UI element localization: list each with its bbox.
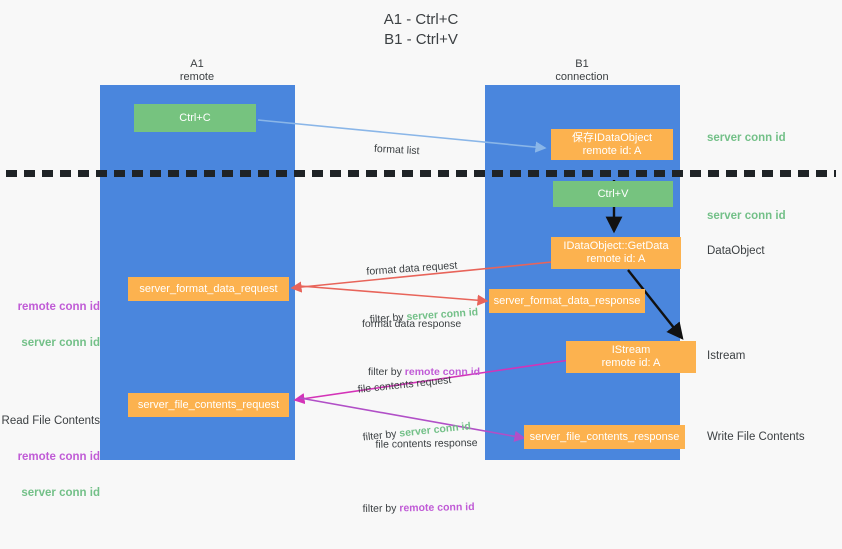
flow-label-format-list-line1: format list — [373, 142, 420, 158]
box-istream-line2: remote id: A — [601, 357, 661, 369]
box-istream[interactable]: IStream remote id: A — [566, 341, 696, 373]
box-idataobject-getdata-line1: IDataObject::GetData — [563, 240, 669, 252]
flow-label-file-contents-response-key: remote conn id — [399, 501, 475, 515]
side-label-server-conn-id-top: server conn id — [707, 132, 786, 144]
column-header-b1-sub: connection — [555, 71, 609, 83]
box-saved-idataobject[interactable]: 保存IDataObject remote id: A — [551, 129, 673, 160]
flow-label-format-data-response-line1: format data response — [362, 318, 462, 330]
left-label-file-contents-title: Read File Contents — [1, 415, 100, 427]
flow-label-format-data-response: format data response filter by remote co… — [362, 284, 480, 412]
column-header-b1-name: B1 — [575, 58, 589, 70]
box-saved-idataobject-line1: 保存IDataObject — [571, 131, 653, 144]
box-server-file-contents-response[interactable]: server_file_contents_response — [524, 425, 685, 449]
side-label-write-file-contents: Write File Contents — [707, 431, 805, 443]
side-label-dataobject: DataObject — [707, 245, 765, 257]
box-server-format-data-request-label: server_format_data_request — [139, 282, 278, 295]
left-label-file-contents: Read File Contents remote conn id server… — [0, 391, 100, 523]
box-server-file-contents-request-label: server_file_contents_request — [137, 398, 280, 411]
box-server-format-data-response-label: server_format_data_response — [493, 294, 641, 307]
flow-label-format-data-response-line2: filter by remote conn id — [362, 364, 480, 380]
box-server-file-contents-response-label: server_file_contents_response — [529, 430, 680, 443]
box-idataobject-getdata[interactable]: IDataObject::GetData remote id: A — [551, 237, 681, 269]
column-header-a1-name: A1 — [190, 58, 204, 70]
box-ctrl-c[interactable]: Ctrl+C — [134, 104, 256, 132]
side-label-istream: Istream — [707, 350, 746, 362]
flow-label-file-contents-response-prefix: filter by — [362, 502, 400, 516]
dashed-divider — [6, 170, 836, 177]
flow-label-file-contents-response: file contents response filter by remote … — [361, 403, 480, 549]
left-label-format-data-server: server conn id — [21, 337, 100, 349]
box-idataobject-getdata-line2: remote id: A — [586, 253, 646, 265]
box-ctrl-v-label: Ctrl+V — [597, 187, 629, 200]
box-saved-idataobject-line2: remote id: A — [582, 144, 642, 157]
box-ctrl-c-label: Ctrl+C — [179, 111, 211, 124]
flow-label-format-data-request-line1: format data request — [366, 259, 458, 278]
left-label-file-contents-server: server conn id — [21, 487, 100, 499]
side-label-server-conn-id-mid: server conn id — [707, 210, 786, 222]
flow-label-file-contents-request-line1: file contents request — [357, 374, 452, 396]
column-header-a1-sub: remote — [179, 71, 215, 83]
box-istream-line1: IStream — [611, 344, 651, 356]
flow-label-format-data-response-key: remote conn id — [404, 366, 481, 378]
diagram-canvas: A1 - Ctrl+C B1 - Ctrl+V A1 remote B1 con… — [0, 11, 836, 516]
left-label-format-data: remote conn id server conn id — [0, 277, 100, 373]
left-label-file-contents-remote: remote conn id — [17, 451, 100, 463]
left-label-format-data-remote: remote conn id — [17, 301, 100, 313]
box-server-format-data-request[interactable]: server_format_data_request — [128, 277, 289, 301]
column-header-b1: B1 connection — [482, 58, 682, 84]
box-server-format-data-response[interactable]: server_format_data_response — [489, 289, 645, 313]
page-title: A1 - Ctrl+C B1 - Ctrl+V — [383, 11, 459, 48]
box-server-file-contents-request[interactable]: server_file_contents_request — [128, 393, 289, 417]
column-header-a1: A1 remote — [97, 58, 297, 84]
flow-label-file-contents-response-line1: file contents response — [375, 436, 478, 451]
flow-label-format-data-response-prefix: filter by — [368, 366, 405, 378]
flow-label-format-list: format list — [372, 109, 422, 191]
box-ctrl-v[interactable]: Ctrl+V — [553, 181, 673, 207]
flow-label-file-contents-response-line2: filter by remote conn id — [362, 483, 479, 517]
